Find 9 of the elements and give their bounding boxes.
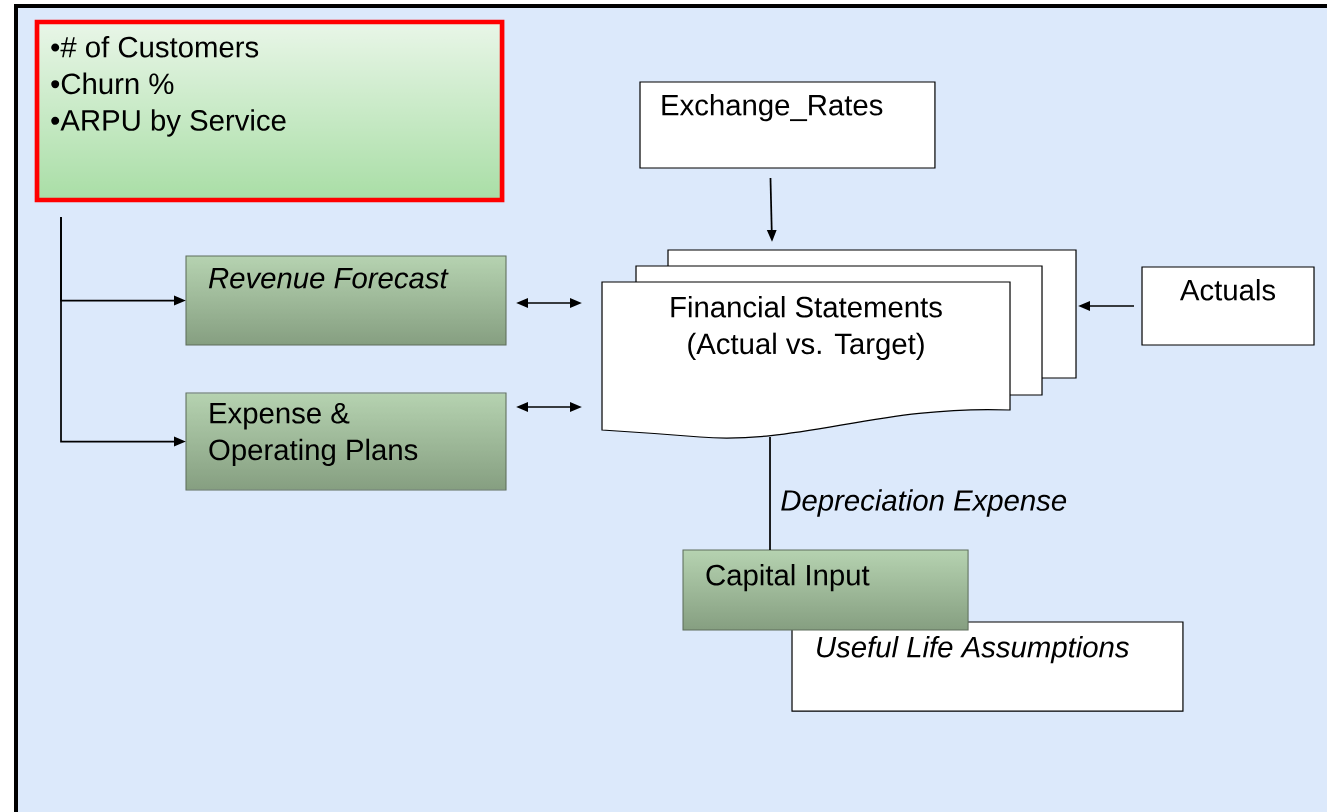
input-box: Actuals	[1141, 266, 1315, 346]
document-stack: Financial Statements (Actual vs. Target)	[601, 249, 1077, 439]
input-box: Useful Life Assumptions	[791, 621, 1184, 712]
edge-label: Depreciation Expense	[778, 487, 1070, 519]
metrics-box: •# of Customers •Churn % •ARPU by Service	[34, 19, 505, 203]
process-box: Revenue Forecast	[185, 255, 507, 346]
process-box: Capital Input	[682, 549, 969, 631]
input-box: Exchange_Rates	[639, 81, 936, 169]
process-box: Expense & Operating Plans	[185, 392, 507, 491]
